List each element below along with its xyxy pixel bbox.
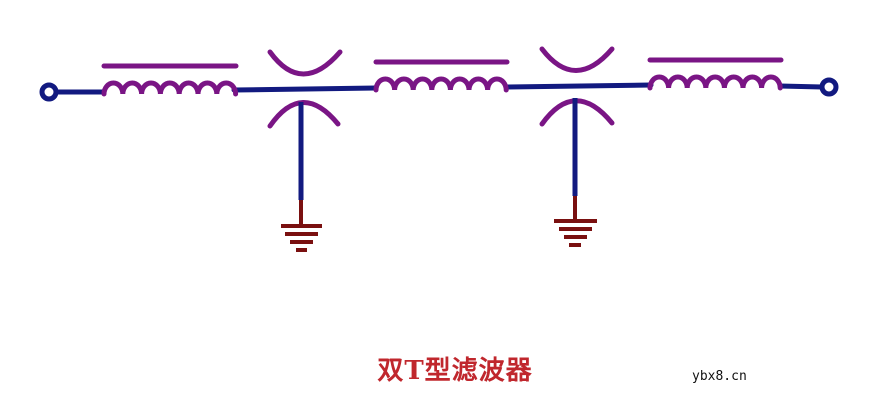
- watermark: ybx8.cn: [692, 369, 747, 384]
- inductor-l3-icon: [647, 57, 784, 91]
- input-terminal-icon: [39, 82, 59, 102]
- ground-1-icon: [281, 200, 322, 252]
- ground-2-icon: [554, 196, 597, 247]
- output-terminal-icon: [819, 77, 839, 97]
- main-wire: [53, 82, 825, 95]
- inductor-l2-icon: [373, 59, 510, 93]
- inductor-l1-icon: [101, 63, 239, 97]
- diagram-caption: 双T型滤波器: [377, 356, 533, 386]
